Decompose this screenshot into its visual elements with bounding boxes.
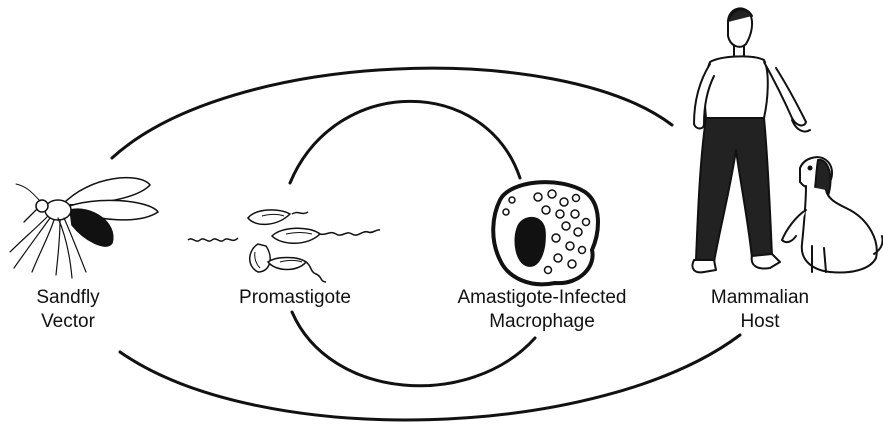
label-promastigote-line1: Promastigote <box>220 286 370 310</box>
macrophage-icon <box>493 182 598 284</box>
label-macrophage-line1: Amastigote-Infected <box>432 286 652 310</box>
label-host-line1: Mammalian <box>700 286 820 310</box>
label-sandfly-line2: Vector <box>18 310 118 334</box>
label-sandfly-vector: Sandfly Vector <box>18 286 118 334</box>
label-sandfly-line1: Sandfly <box>18 286 118 310</box>
label-amastigote-infected-macrophage: Amastigote-Infected Macrophage <box>432 286 652 334</box>
label-mammalian-host: Mammalian Host <box>700 286 820 334</box>
outer-cycle-arc-bottom <box>120 335 740 420</box>
promastigote-icon <box>188 210 380 282</box>
sandfly-icon <box>10 178 158 278</box>
label-host-line2: Host <box>700 310 820 334</box>
dog-icon <box>782 157 883 272</box>
label-promastigote: Promastigote <box>220 286 370 310</box>
label-macrophage-line2: Macrophage <box>432 310 652 334</box>
inner-cycle-arc-top <box>290 101 520 183</box>
outer-cycle-arc-top <box>112 68 672 158</box>
